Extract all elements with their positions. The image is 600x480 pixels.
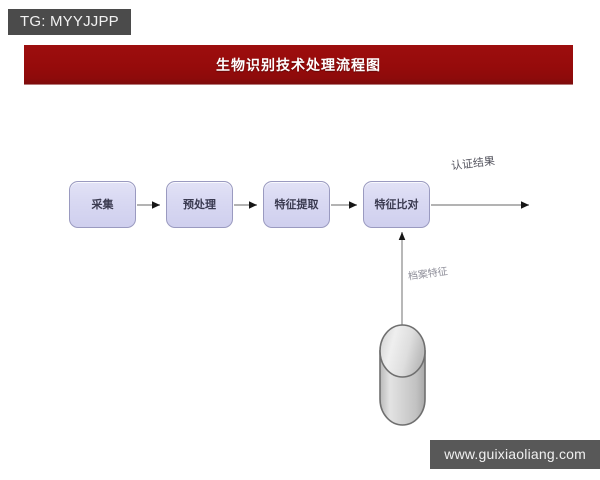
tg-watermark-badge: TG: MYYJJPP — [8, 9, 131, 35]
title-banner: 生物识别技术处理流程图 — [24, 45, 573, 84]
process-box-compare[interactable]: 特征比对 — [363, 181, 430, 228]
datastore-cylinder — [379, 324, 426, 426]
process-box-label: 预处理 — [183, 198, 216, 211]
process-box-extract[interactable]: 特征提取 — [263, 181, 330, 228]
page-title: 生物识别技术处理流程图 — [216, 57, 381, 74]
process-box-label: 特征比对 — [374, 198, 419, 211]
process-box-preprocess[interactable]: 预处理 — [166, 181, 233, 228]
process-box-capture[interactable]: 采集 — [69, 181, 136, 228]
process-box-label: 采集 — [91, 198, 114, 211]
process-box-label: 特征提取 — [274, 198, 319, 211]
site-watermark: www.guixiaoliang.com — [430, 440, 600, 469]
